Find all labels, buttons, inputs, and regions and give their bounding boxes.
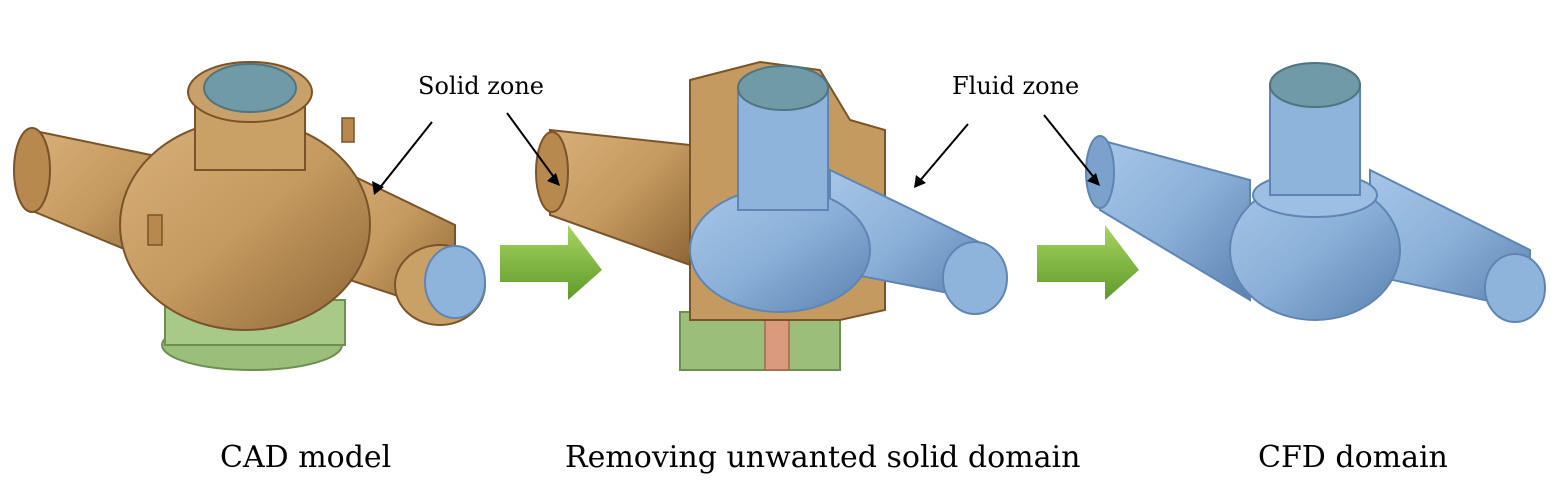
cfd-right-pipe-face: [1484, 253, 1546, 323]
green-arrow-2: [1037, 225, 1139, 300]
fluid-zone-leader-1: [917, 123, 969, 184]
green-arrow-1: [500, 225, 602, 300]
cfd-neck-top: [1269, 62, 1361, 108]
bronze-left-pipe-end: [535, 131, 569, 213]
caption-cfd-domain: CFD domain: [1258, 440, 1448, 475]
fluid-zone-label: Fluid zone: [952, 72, 1080, 100]
left-pipe-end: [13, 127, 51, 213]
bolt-boss: [147, 214, 163, 246]
caption-removing: Removing unwanted solid domain: [565, 440, 1081, 475]
solid-zone-arrowhead-1: [372, 181, 384, 195]
solid-zone-leader-2: [506, 112, 557, 181]
caption-cad-model: CAD model: [220, 440, 392, 475]
fluid-zone-leader-2: [1043, 114, 1097, 181]
fluid-zone-arrowhead-2: [1087, 173, 1100, 186]
solid-zone-arrowhead-2: [547, 173, 560, 186]
solid-zone-leader-1: [377, 121, 433, 191]
fluid-right-pipe-face: [942, 241, 1008, 315]
cfd-domain-render: [1085, 62, 1546, 323]
cfd-left-pipe-end: [1085, 135, 1115, 209]
solid-zone-label: Solid zone: [418, 72, 544, 100]
fluid-neck-top: [737, 65, 829, 111]
bolt-boss: [341, 117, 355, 143]
fluid-zone-arrowhead-1: [914, 175, 926, 188]
copper-stem: [764, 317, 790, 371]
cad-model-render: [13, 61, 486, 371]
right-pipe-face: [424, 245, 486, 319]
cutaway-render: [535, 60, 1008, 371]
neck-top-face: [203, 63, 297, 113]
